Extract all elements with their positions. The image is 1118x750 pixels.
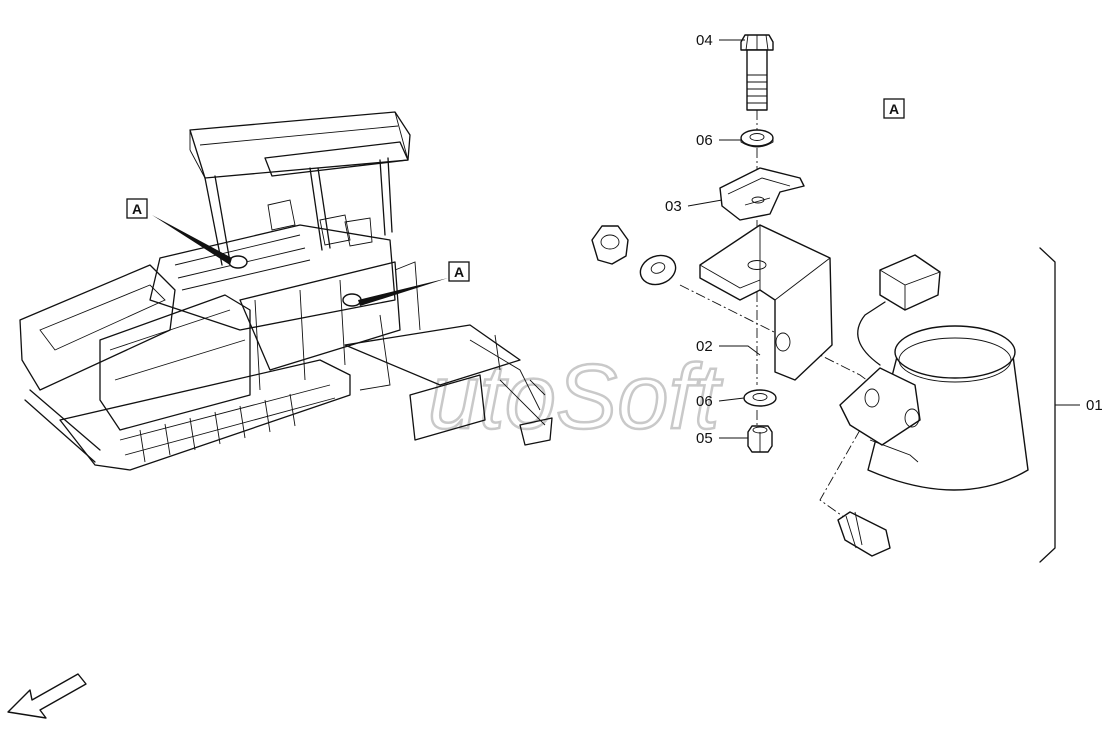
callout-06-lower: 06 [696,393,713,410]
svg-text:A: A [132,201,142,217]
clip-03 [719,167,805,221]
bolt-04 [740,34,774,111]
detail-mark-a: A [448,261,470,282]
bracket-02 [699,224,833,381]
svg-text:A: A [454,264,464,280]
detail-mark-a: A [126,198,148,219]
beacon-lamp-01 [839,254,1029,491]
washer-side [639,254,677,286]
nut-05 [747,425,773,453]
detail-pointer [152,215,232,265]
watermark: utoSoft [428,346,723,448]
detail-pointer [358,278,448,306]
detail-mark-a: A [883,98,905,119]
callout-06: 06 [696,132,713,149]
callout-03: 03 [665,198,682,215]
direction-arrow-icon [7,673,87,719]
washer-06-lower [743,389,777,407]
washer-06-top [740,129,774,148]
group-bracket [1039,247,1056,563]
road-paver-machine [19,111,553,471]
callout-02: 02 [696,338,713,355]
svg-text:A: A [889,101,899,117]
callout-04: 04 [696,32,713,49]
callout-01: 01 [1086,397,1103,414]
callout-05: 05 [696,430,713,447]
mounting-bolt [837,511,891,557]
nut-side [591,225,629,265]
